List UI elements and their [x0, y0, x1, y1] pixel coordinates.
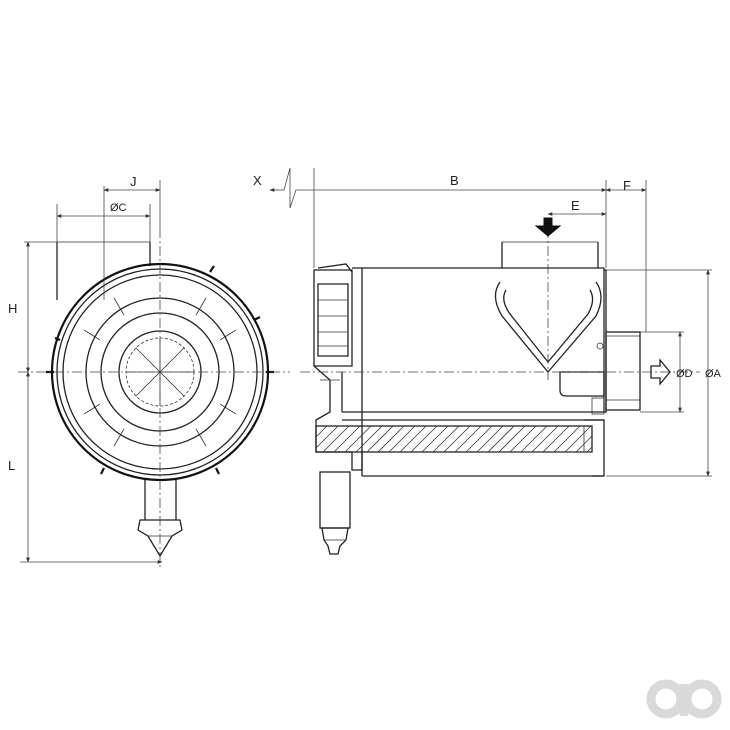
hatch-line	[377, 425, 405, 453]
ao-logo-icon	[646, 679, 722, 719]
hatch-line	[564, 425, 592, 453]
down-arrow-icon	[534, 217, 562, 237]
hatch-line	[333, 425, 361, 453]
hatch-line	[432, 425, 460, 453]
hatch-line	[465, 425, 493, 453]
dim-label-l: L	[8, 458, 15, 473]
hatch-line	[542, 425, 570, 453]
hatch-line	[520, 425, 548, 453]
hatch-line	[487, 425, 515, 453]
dim-label-od: ØD	[676, 368, 693, 380]
hatch-line	[366, 425, 394, 453]
side-hatched-section	[315, 425, 593, 453]
hatch-line	[322, 425, 350, 453]
dim-label-b: B	[450, 173, 459, 188]
side-dust-valve	[319, 471, 351, 555]
hatch-line	[454, 425, 482, 453]
dim-label-h: H	[8, 301, 17, 316]
hatch-line	[399, 425, 427, 453]
hatch-line	[421, 425, 449, 453]
hatch-line	[388, 425, 416, 453]
hatch-line	[355, 425, 383, 453]
front-view	[18, 186, 290, 570]
hatch-line	[315, 425, 339, 449]
front-dust-valve	[137, 480, 183, 558]
dim-label-oa: ØA	[705, 368, 722, 380]
hatch-line	[315, 425, 328, 438]
hatch-line	[476, 425, 504, 453]
hatch-line	[443, 425, 471, 453]
dim-label-e: E	[571, 198, 580, 213]
front-dimensions: J ØC H L	[8, 174, 163, 564]
front-ribs	[83, 297, 237, 447]
side-end-cap	[313, 263, 363, 471]
hatch-line	[498, 425, 526, 453]
dim-label-j: J	[130, 174, 137, 189]
hatch-line	[586, 446, 593, 453]
side-main-body	[341, 267, 605, 477]
hatch-line	[410, 425, 438, 453]
right-arrow-icon	[650, 358, 671, 386]
hatch-line	[531, 425, 559, 453]
side-dimensions: X B F E ØD ØA	[253, 167, 722, 477]
hatch-line	[553, 425, 581, 453]
side-right-end	[478, 419, 605, 477]
side-outlet	[559, 269, 641, 415]
side-view	[300, 228, 700, 555]
hatch-line	[509, 425, 537, 453]
dim-label-f: F	[623, 178, 631, 193]
front-inlet-neck	[56, 241, 151, 300]
hatch-line	[344, 425, 372, 453]
dim-label-x: X	[253, 173, 262, 188]
dim-label-oc: ØC	[110, 202, 127, 214]
